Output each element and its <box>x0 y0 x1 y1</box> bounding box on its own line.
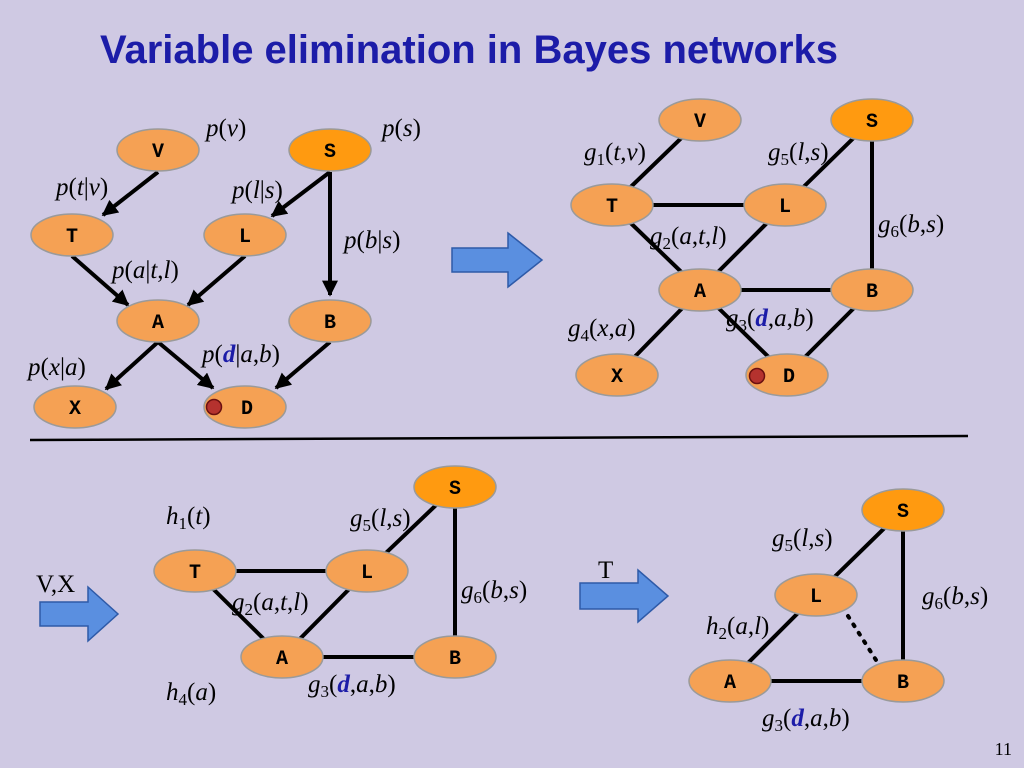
factor-p-l-given-s: p(l|s) <box>230 177 283 204</box>
factor-g5: g5(l,s) <box>772 525 833 555</box>
evidence-dot <box>748 367 766 385</box>
separator-line <box>29 434 969 442</box>
node-label: L <box>810 586 822 609</box>
node-t: T <box>153 549 237 593</box>
edge-s-l <box>270 170 332 218</box>
node-label: B <box>449 648 461 671</box>
node-l: L <box>325 549 409 593</box>
factor-g6: g6(b,s) <box>922 583 988 613</box>
node-x: X <box>33 385 117 429</box>
node-label: X <box>611 366 623 389</box>
factor-p-d-given-ab: p(d|a,b) <box>200 341 280 368</box>
factor-p-s: p(s) <box>380 115 421 142</box>
node-label: B <box>866 281 878 304</box>
edge-v-t <box>101 170 160 217</box>
factor-p-t-given-v: p(t|v) <box>54 174 108 201</box>
factor-g6: g6(b,s) <box>878 211 944 241</box>
node-label: A <box>724 672 736 695</box>
node-label: T <box>189 562 201 585</box>
step-label-vx: V,X <box>36 571 75 598</box>
factor-g3: g3(d,a,b) <box>308 671 396 701</box>
node-label: D <box>241 398 253 421</box>
edge-b-d <box>274 340 332 390</box>
page-title: Variable elimination in Bayes networks <box>100 28 839 72</box>
edge-t-a <box>70 254 130 307</box>
panel-factor-graph: V S T L A B X D g1(t,v) g5(l,s) g6(b,s) … <box>568 98 944 397</box>
node-s: S <box>861 488 945 532</box>
node-l: L <box>774 573 858 617</box>
node-b: B <box>413 635 497 679</box>
node-label: V <box>152 141 164 164</box>
factor-p-v: p(v) <box>204 115 246 142</box>
factor-g2: g2(a,t,l) <box>650 223 727 253</box>
node-label: L <box>239 226 251 249</box>
node-b: B <box>288 299 372 343</box>
panel-bayes-net: V S T L A B X D p(v) p(s) p(t|v) p(l|s) … <box>26 115 421 429</box>
node-a: A <box>658 268 742 312</box>
factor-g2: g2(a,t,l) <box>232 589 309 619</box>
node-d: D <box>745 353 829 397</box>
node-a: A <box>240 635 324 679</box>
factor-g1: g1(t,v) <box>584 139 646 169</box>
transform-arrow-icon <box>451 231 544 289</box>
node-a: A <box>688 659 772 703</box>
panel-after-eliminate-t: S L A B g5(l,s) g6(b,s) h2(a,l) g3(d,a,b… <box>688 488 988 735</box>
factor-g3: g3(d,a,b) <box>762 705 850 735</box>
node-label: B <box>897 672 909 695</box>
node-label: S <box>324 141 336 164</box>
node-t: T <box>570 183 654 227</box>
step-arrow-icon <box>579 568 670 624</box>
node-s: S <box>830 98 914 142</box>
node-label: T <box>66 226 78 249</box>
factor-h1: h1(t) <box>166 503 211 533</box>
factor-g3: g3(d,a,b) <box>726 305 814 335</box>
step-label-t: T <box>598 557 613 584</box>
node-label: X <box>69 398 81 421</box>
node-d: D <box>203 385 287 429</box>
node-label: B <box>324 312 336 335</box>
page-number: 11 <box>994 739 1012 759</box>
node-b: B <box>830 268 914 312</box>
evidence-dot <box>205 398 223 416</box>
step-arrow-icon <box>39 585 120 643</box>
node-s: S <box>288 128 372 172</box>
node-label: L <box>779 196 791 219</box>
edge-a-d <box>156 340 215 390</box>
node-label: A <box>694 281 706 304</box>
factor-p-x-given-a: p(x|a) <box>26 354 86 381</box>
node-label: L <box>361 562 373 585</box>
node-label: S <box>449 478 461 501</box>
node-label: D <box>783 366 795 389</box>
factor-h4: h4(a) <box>166 679 216 709</box>
node-label: S <box>866 111 878 134</box>
edge-l-a <box>186 254 247 307</box>
factor-g4: g4(x,a) <box>568 315 636 345</box>
node-l: L <box>203 213 287 257</box>
node-l: L <box>743 183 827 227</box>
node-label: V <box>694 111 706 134</box>
factor-g5: g5(l,s) <box>768 139 829 169</box>
factor-g6: g6(b,s) <box>461 577 527 607</box>
factor-h2: h2(a,l) <box>706 613 769 643</box>
factor-p-b-given-s: p(b|s) <box>342 227 400 254</box>
node-label: A <box>152 312 164 335</box>
panel-after-eliminate-vx: S T L A B h1(t) g5(l,s) g2(a,t,l) g6(b,s… <box>153 465 527 709</box>
edge-l-b-dotted <box>846 614 878 662</box>
node-v: V <box>116 128 200 172</box>
factor-g5: g5(l,s) <box>350 505 411 535</box>
node-t: T <box>30 213 114 257</box>
node-a: A <box>116 299 200 343</box>
node-label: T <box>606 196 618 219</box>
node-s: S <box>413 465 497 509</box>
node-b: B <box>861 659 945 703</box>
node-v: V <box>658 98 742 142</box>
node-x: X <box>575 353 659 397</box>
factor-p-a-given-tl: p(a|t,l) <box>110 257 179 284</box>
node-label: A <box>276 648 288 671</box>
node-label: S <box>897 501 909 524</box>
edge-a-x <box>104 340 160 391</box>
